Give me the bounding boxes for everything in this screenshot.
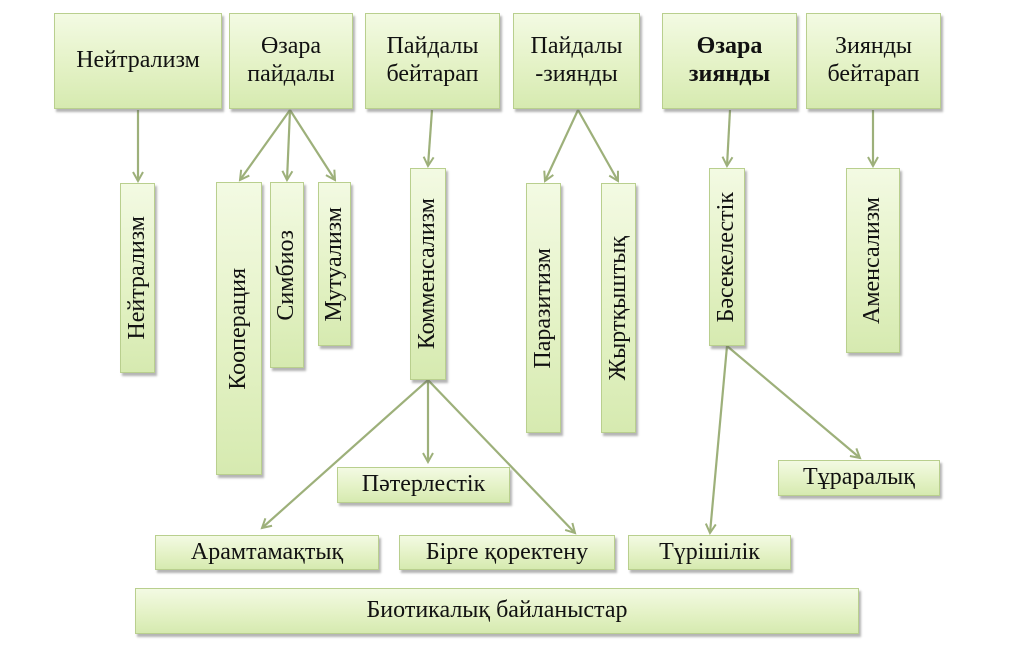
subtype-label: Тұраралық bbox=[803, 464, 915, 491]
arrow-competition bbox=[727, 109, 730, 166]
category-harmful-neutral: Зиянды бейтарап bbox=[806, 13, 941, 109]
subtype-label: Түрішілік bbox=[659, 538, 760, 565]
subtype-co-feeding: Бірге қоректену bbox=[399, 535, 615, 570]
type-predation: Жыртқыштық bbox=[601, 183, 636, 433]
type-label: Нейтрализм bbox=[123, 216, 150, 340]
subtype-intraspecific: Түрішілік bbox=[628, 535, 791, 570]
category-beneficial-neutral: Пайдалы бейтарап bbox=[365, 13, 500, 109]
type-parasitism: Паразитизм bbox=[526, 183, 561, 433]
arrow-co-feeding bbox=[427, 379, 575, 533]
arrow-interspecific bbox=[726, 345, 860, 458]
arrow-freeloading bbox=[262, 379, 429, 528]
subtype-tenancy: Пәтерлестік bbox=[337, 467, 510, 503]
diagram-title-bar: Биотикалық байланыстар bbox=[135, 588, 859, 634]
type-amensalism: Аменсализм bbox=[846, 168, 900, 353]
category-label: Зиянды бейтарап bbox=[827, 33, 920, 87]
type-label: Паразитизм bbox=[529, 247, 556, 369]
subtype-label: Бірге қоректену bbox=[425, 538, 589, 565]
type-label: Мутуализм bbox=[320, 206, 347, 322]
type-mutualism: Мутуализм bbox=[318, 182, 351, 346]
type-competition: Бәсекелестік bbox=[709, 168, 745, 346]
subtype-label: Пәтерлестік bbox=[361, 471, 486, 498]
diagram-title: Биотикалық байланыстар bbox=[366, 597, 628, 624]
type-label: Кооперация bbox=[225, 267, 252, 390]
arrow-commensalism bbox=[428, 109, 432, 166]
category-label: Пайдалы бейтарап bbox=[386, 33, 479, 87]
type-label: Аменсализм bbox=[859, 197, 886, 324]
subtype-interspecific: Тұраралық bbox=[778, 460, 940, 496]
arrow-cooperation bbox=[240, 109, 291, 180]
subtype-freeloading: Арамтамақтық bbox=[155, 535, 379, 570]
type-label: Симбиоз bbox=[273, 229, 300, 321]
type-label: Бәсекелестік bbox=[713, 191, 740, 323]
type-cooperation: Кооперация bbox=[216, 182, 262, 475]
category-mutually-harmful: Өзара зиянды bbox=[662, 13, 797, 109]
type-symbiosis: Симбиоз bbox=[270, 182, 304, 368]
category-label: Нейтрализм bbox=[76, 47, 200, 74]
arrow-mutualism bbox=[289, 109, 335, 180]
type-neutralism: Нейтрализм bbox=[120, 183, 155, 373]
category-label: Өзара пайдалы bbox=[247, 33, 335, 87]
arrow-parasitism bbox=[545, 109, 579, 181]
category-neutralism: Нейтрализм bbox=[54, 13, 222, 109]
arrow-symbiosis bbox=[287, 109, 290, 180]
subtype-label: Арамтамақтық bbox=[190, 538, 344, 565]
type-commensalism: Комменсализм bbox=[410, 168, 446, 380]
category-beneficial-harmful: Пайдалы -зиянды bbox=[513, 13, 640, 109]
category-label: Өзара зиянды bbox=[688, 33, 771, 87]
arrow-intraspecific bbox=[710, 345, 729, 533]
type-label: Комменсализм bbox=[414, 198, 441, 350]
category-label: Пайдалы -зиянды bbox=[530, 33, 623, 87]
category-mutually-beneficial: Өзара пайдалы bbox=[229, 13, 353, 109]
arrow-predation bbox=[577, 109, 618, 181]
type-label: Жыртқыштық bbox=[604, 235, 631, 381]
